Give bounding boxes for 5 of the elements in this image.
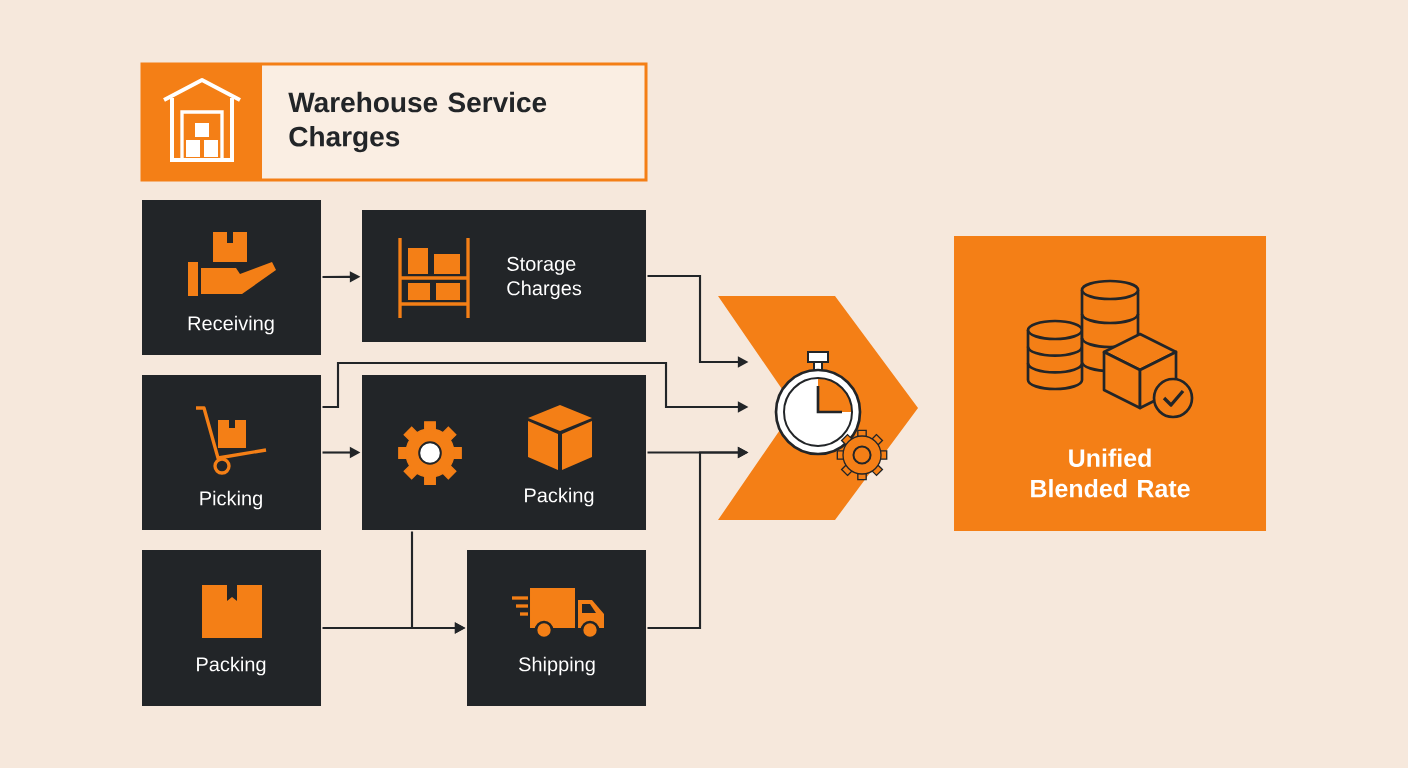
- process-box: Receiving: [142, 200, 321, 355]
- process-box: Shipping: [467, 550, 646, 706]
- process-box: Storage Charges: [362, 210, 646, 342]
- process-box: Picking: [142, 375, 321, 530]
- title-box: Warehouse Service Charges: [140, 62, 648, 182]
